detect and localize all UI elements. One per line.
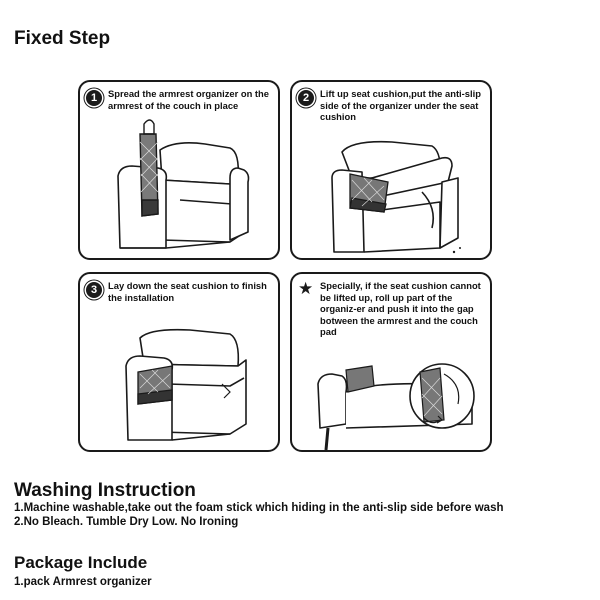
- step-card-special: ★ Specially, if the seat cushion cannot …: [290, 272, 492, 452]
- package-include-title: Package Include: [14, 553, 148, 572]
- armchair-illustration-2: [331, 140, 461, 254]
- step-2-text: Lift up seat cushion,put the anti-slip s…: [320, 88, 481, 123]
- washing-instruction-title: Washing Instruction: [14, 480, 196, 501]
- step-badge-1: 1: [86, 90, 102, 106]
- step-3-text: Lay down the seat cushion to finish the …: [108, 280, 267, 303]
- step-badge-2: 2: [298, 90, 314, 106]
- step-card-1: 1 Spread the armrest organizer on the ar…: [78, 80, 280, 260]
- special-step-text: Specially, if the seat cushion cannot be…: [320, 280, 481, 338]
- package-line-1: 1.pack Armrest organizer: [14, 576, 152, 588]
- washing-line-1: 1.Machine washable,take out the foam sti…: [14, 502, 504, 514]
- fixed-step-title: Fixed Step: [14, 28, 111, 49]
- armchair-gap-illustration: [317, 363, 475, 450]
- armchair-illustration-3: [125, 328, 247, 441]
- washing-line-2: 2.No Bleach. Tumble Dry Low. No Ironing: [14, 516, 239, 528]
- step-card-3: 3 Lay down the seat cushion to finish th…: [78, 272, 280, 452]
- step-badge-3: 3: [86, 282, 102, 298]
- step-1-text: Spread the armrest organizer on the armr…: [108, 88, 269, 111]
- armchair-illustration-1: [117, 119, 250, 249]
- star-icon: ★: [298, 279, 314, 298]
- step-card-2: 2 Lift up seat cushion,put the anti-slip…: [290, 80, 492, 260]
